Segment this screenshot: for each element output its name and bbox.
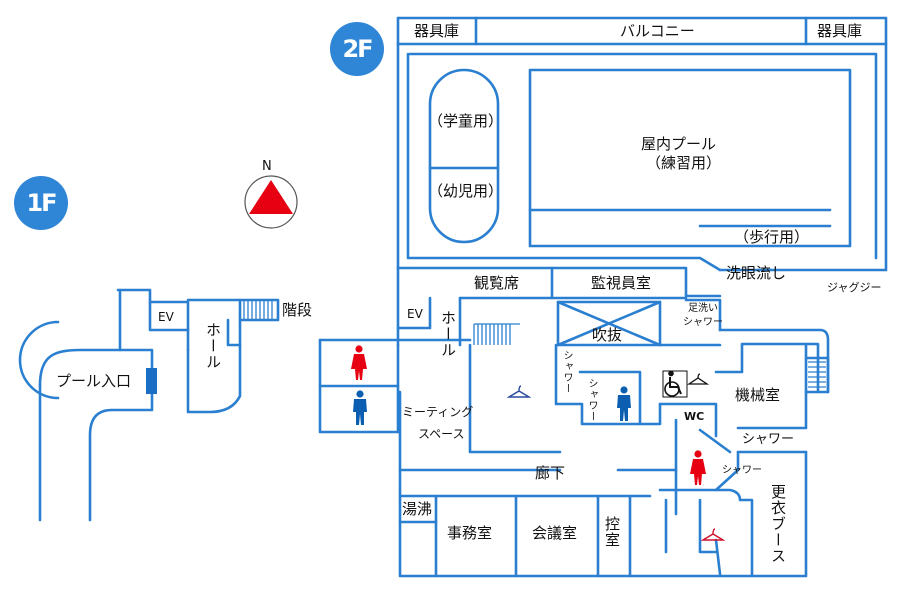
2f-outer-wall — [396, 16, 888, 272]
storage-right-label: 器具庫 — [817, 22, 863, 40]
hanger-icon — [687, 373, 709, 385]
water-heater-label: 湯沸 — [402, 500, 433, 518]
women-icon — [690, 450, 706, 485]
balcony-label: バルコニー — [620, 22, 695, 40]
wc-label: WC — [684, 410, 705, 423]
machine-room-label: 機械室 — [735, 386, 781, 404]
indoor-pool-sub-label: （練習用） — [646, 154, 722, 172]
atrium-label: 吹抜 — [592, 326, 623, 344]
entrance-circle — [18, 320, 60, 400]
jacuzzi-label: ジャグジー — [827, 281, 882, 294]
meeting-space-label: ミーティング — [402, 405, 474, 419]
pool-entrance-label: プール入口 — [56, 372, 132, 390]
shower-d-label: シャワー — [722, 465, 762, 476]
storage-left-label: 器具庫 — [414, 22, 460, 40]
hanger-icon — [507, 385, 531, 398]
2f-hall-label: ホール — [439, 310, 457, 358]
shower-b-label: シャワー — [586, 378, 597, 422]
main-pool-outline — [528, 68, 852, 248]
children-pool-label: （学童用） — [428, 112, 504, 130]
women-icon — [351, 345, 367, 380]
meeting-space-sub-label: スペース — [418, 427, 465, 441]
walking-lane-label: （歩行用） — [734, 228, 810, 246]
floor-badge-1f: 1F — [14, 176, 68, 230]
corridor-label: 廊下 — [535, 464, 566, 482]
monitor-room-label: 監視員室 — [591, 274, 652, 292]
changing-booth-label: 更衣ブース — [769, 484, 787, 564]
hanger-icon — [701, 528, 725, 541]
foot-wash-label: 足洗い — [688, 303, 718, 314]
viewing-seats-label: 観覧席 — [474, 274, 520, 292]
office-label: 事務室 — [447, 524, 493, 542]
2f-ev-label: EV — [407, 307, 423, 321]
shower-c-label: シャワー — [742, 432, 795, 447]
children-pool-outline — [428, 68, 500, 244]
men-icon — [353, 390, 367, 425]
shower-a-label: シャワー — [561, 350, 572, 394]
floor-badge-2f: 2F — [330, 22, 384, 76]
compass-icon — [244, 175, 298, 229]
compass-north-label: N — [262, 159, 272, 174]
indoor-pool-label: 屋内プール — [641, 135, 717, 153]
pool-entrance-marker — [146, 368, 157, 394]
infant-pool-label: （幼児用） — [428, 182, 504, 200]
waiting-room-label: 控室 — [603, 516, 621, 548]
men-icon — [617, 386, 631, 421]
foot-wash-shower-label: シャワー — [683, 317, 723, 328]
1f-hall-label: ホール — [204, 322, 222, 370]
wheelchair-icon — [662, 370, 688, 398]
eye-wash-label: 洗眼流し — [726, 264, 787, 282]
conference-room-label: 会議室 — [532, 524, 578, 542]
1f-stairs-label: 階段 — [282, 301, 313, 319]
1f-ev-label: EV — [158, 310, 174, 324]
